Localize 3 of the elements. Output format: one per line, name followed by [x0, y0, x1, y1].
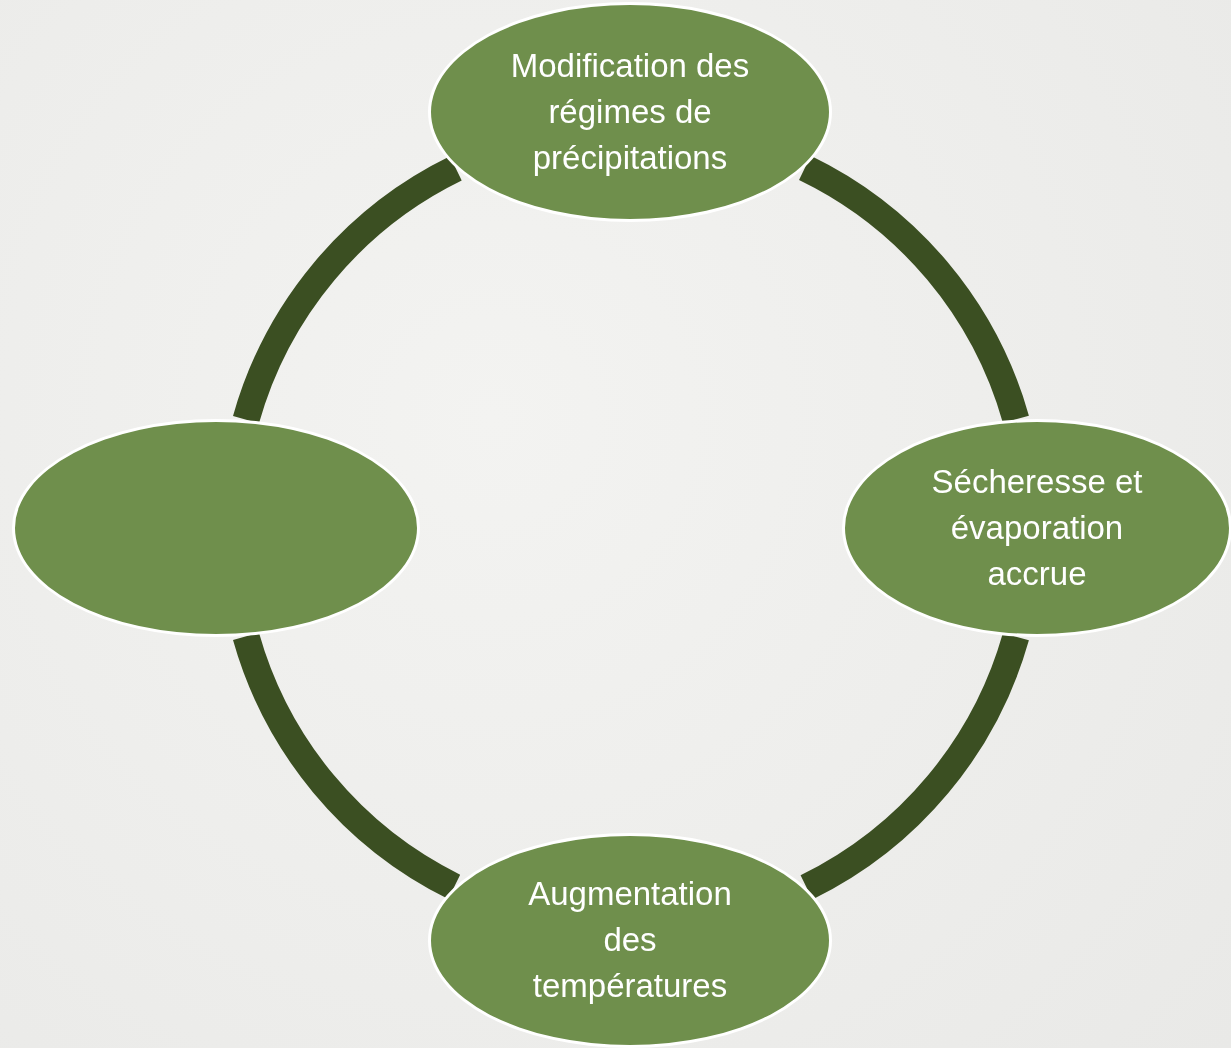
- node-label: Sécheresse et évaporation accrue: [930, 461, 1144, 595]
- node-label: Modification des régimes de précipitations: [509, 45, 751, 179]
- node-label: Augmentation des températures: [527, 873, 733, 1007]
